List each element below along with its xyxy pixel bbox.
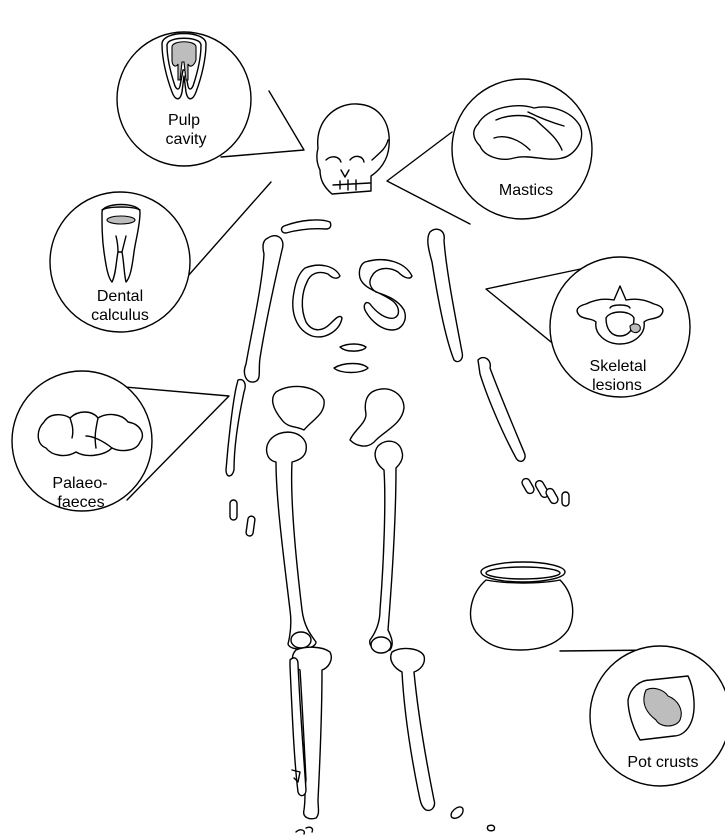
hand-bone bbox=[562, 492, 569, 506]
callout-label: Skeletal bbox=[590, 358, 647, 375]
femur-right bbox=[267, 432, 316, 649]
skull bbox=[317, 104, 389, 194]
hand-bone bbox=[521, 477, 536, 495]
pot-sherd-crust-icon bbox=[628, 676, 694, 740]
hand-bone bbox=[246, 516, 256, 537]
foot-bone bbox=[296, 827, 313, 834]
rib-cage-left bbox=[293, 265, 342, 337]
clavicle-right bbox=[282, 220, 331, 233]
callout-label: Dental bbox=[97, 288, 143, 305]
callout-label: Pot crusts bbox=[627, 754, 698, 771]
foot-bone bbox=[487, 825, 494, 831]
mastic-lump-icon bbox=[474, 106, 582, 160]
callout-palaeofaeces: Palaeo- faeces bbox=[12, 371, 152, 511]
lumbar-vertebra bbox=[340, 344, 366, 351]
callout-label: Pulp bbox=[168, 112, 200, 129]
lumbar-vertebra bbox=[334, 364, 368, 373]
tibia-left bbox=[391, 649, 435, 811]
ilium-left bbox=[350, 389, 404, 446]
ilium-right bbox=[273, 386, 325, 430]
callout-label: Palaeo- bbox=[52, 475, 107, 492]
humerus-right bbox=[244, 236, 282, 382]
forearm-right bbox=[226, 380, 245, 476]
patella bbox=[371, 637, 391, 653]
patella bbox=[291, 632, 311, 648]
forearm-left bbox=[478, 358, 525, 462]
rib-cage-right bbox=[359, 260, 412, 330]
callout-dental-calculus: Dental calculus bbox=[50, 192, 190, 332]
callout-label: Mastics bbox=[499, 182, 553, 199]
callout-label: faeces bbox=[57, 494, 104, 511]
callout-skeletal-lesions: Skeletal lesions bbox=[550, 257, 690, 397]
femur-left bbox=[370, 441, 403, 650]
callout-pulp-cavity: Pulp cavity bbox=[117, 32, 251, 166]
ceramic-pot bbox=[471, 562, 573, 650]
callout-label: lesions bbox=[592, 377, 642, 394]
foot-bone bbox=[451, 807, 463, 818]
callout-mastics: Mastics bbox=[452, 79, 592, 219]
callout-pot-crusts: Pot crusts bbox=[590, 646, 725, 786]
callout-label: cavity bbox=[166, 131, 207, 148]
hand-bone bbox=[230, 500, 237, 520]
humerus-left bbox=[428, 229, 463, 361]
callout-label: calculus bbox=[91, 307, 149, 324]
hand-bone bbox=[545, 487, 560, 505]
